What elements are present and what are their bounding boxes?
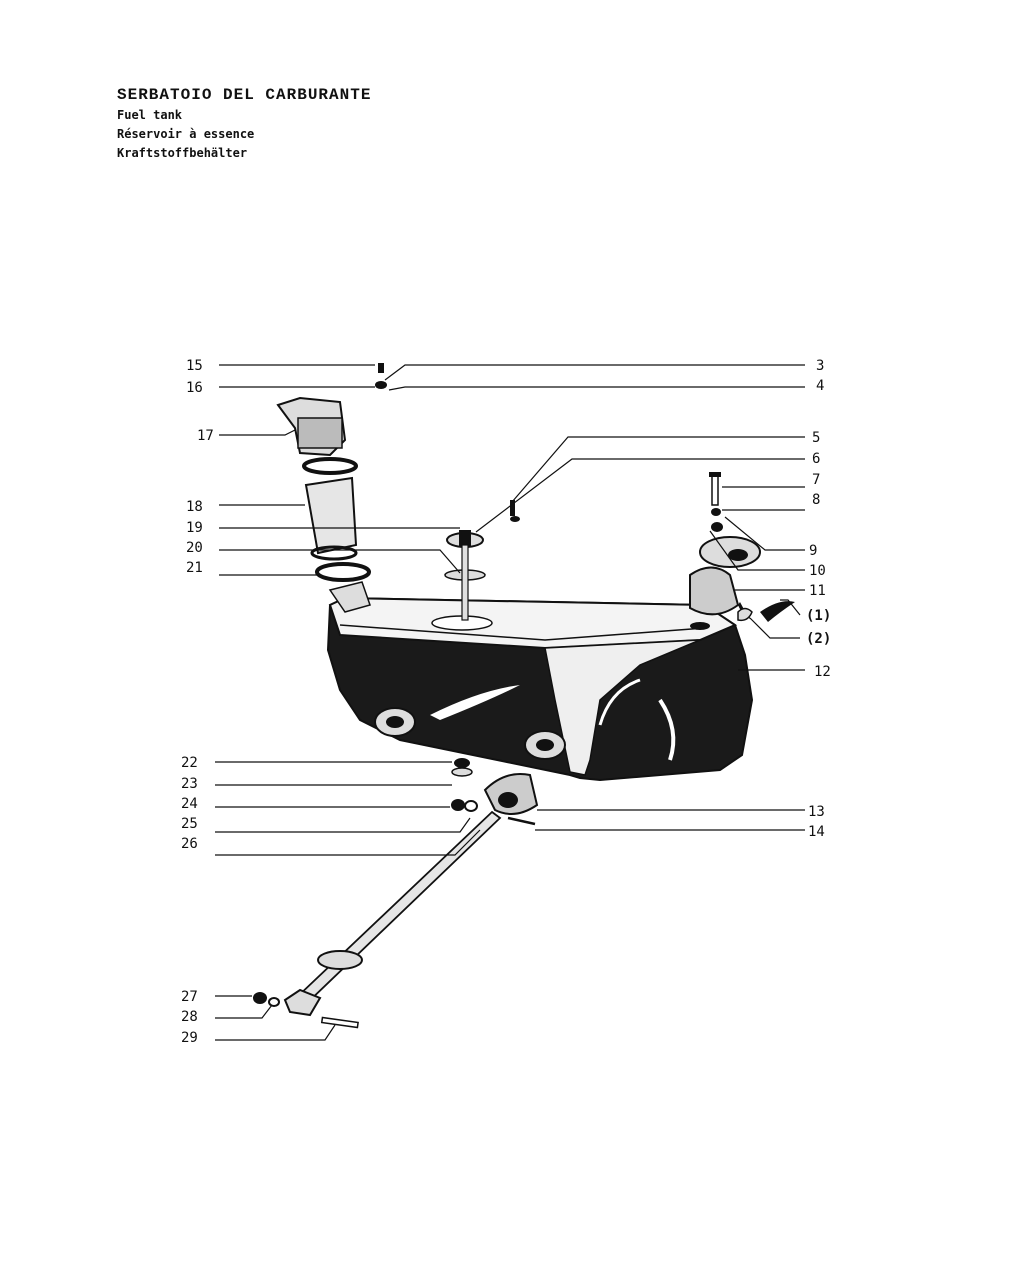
screw-5 [510,500,515,516]
clip-1 [760,601,795,622]
callout-23: 23 [181,776,198,792]
filler-cap-assembly [276,363,387,582]
bolt-29 [320,1016,359,1029]
clip-2 [737,607,753,622]
callout-28: 28 [181,1009,198,1025]
title-german: Kraftstoffbehälter [117,146,248,160]
title-english: Fuel tank [117,108,183,122]
leader-lines [215,364,805,1041]
nut-24 [451,799,465,811]
callout-7: 7 [812,472,820,488]
callout-2: (2) [806,631,831,647]
callout-12: 12 [814,664,831,680]
callout-9: 9 [809,543,817,559]
clamp-21 [315,562,371,582]
callout-22: 22 [181,755,198,771]
rubber-bush-11 [689,566,740,616]
nut-9 [711,522,723,532]
callout-20: 20 [186,540,203,556]
callout-labels: 15 16 17 18 19 20 21 22 23 24 25 26 27 2… [181,358,831,1046]
callout-1: (1) [806,608,831,624]
callout-15: 15 [186,358,203,374]
fuel-tank-body [326,581,754,782]
callout-3: 3 [816,358,824,374]
rear-mount-parts [689,472,795,622]
callout-29: 29 [181,1030,198,1046]
tap-rod [461,544,469,621]
callout-11: 11 [809,583,826,599]
gasket [302,457,358,475]
callout-10: 10 [809,563,826,579]
callout-5: 5 [812,430,820,446]
nut-27 [253,992,267,1004]
callout-17: 17 [197,428,214,444]
fuel-tap-assembly [444,500,520,621]
bolt-14 [507,816,536,826]
callout-4: 4 [816,378,824,394]
washer-6 [510,516,520,522]
callout-19: 19 [186,520,203,536]
callout-18: 18 [186,499,203,515]
filler-tube-18 [304,476,358,555]
callout-14: 14 [808,824,825,840]
washer-25 [464,800,478,812]
callout-24: 24 [181,796,198,812]
callout-13: 13 [808,804,825,820]
title-french: Réservoir à essence [117,127,255,141]
title-italian: SERBATOIO DEL CARBURANTE [117,86,372,104]
callout-8: 8 [812,492,820,508]
screw-15 [378,363,384,373]
callout-21: 21 [186,560,203,576]
callout-16: 16 [186,380,203,396]
bolt-7 [711,474,719,506]
front-mount-parts [451,758,539,826]
washer-16 [375,381,387,389]
washer-22 [454,758,470,768]
ring-20 [310,545,358,561]
washer-28 [268,997,280,1007]
title-block: SERBATOIO DEL CARBURANTE Fuel tank Réser… [117,86,371,165]
callout-27: 27 [181,989,198,1005]
callout-25: 25 [181,816,198,832]
washer-8 [711,508,721,516]
washer-23 [451,767,473,777]
support-rod-assembly [253,810,502,1029]
callout-6: 6 [812,451,820,467]
callout-26: 26 [181,836,198,852]
